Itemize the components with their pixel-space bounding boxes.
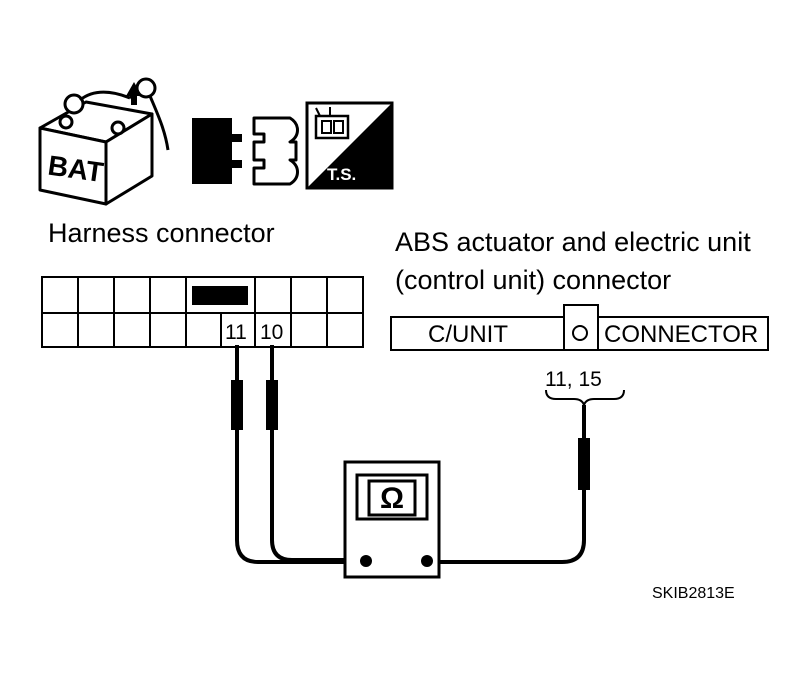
- ts-label: T.S.: [327, 165, 356, 184]
- harness-pin-10: 10: [260, 321, 283, 344]
- ohm-symbol: Ω: [380, 482, 404, 515]
- probe-pin-10: [266, 380, 278, 430]
- battery-disconnect-icon: BAT: [38, 77, 170, 206]
- probe-abs: [578, 438, 590, 490]
- abs-connector-title-line1: ABS actuator and electric unit: [395, 227, 751, 257]
- abs-connector-title-line2: (control unit) connector: [395, 265, 671, 295]
- harness-connector-title: Harness connector: [48, 218, 275, 248]
- cunit-label: C/UNIT: [428, 321, 508, 348]
- probe-pin-11: [231, 380, 243, 430]
- battery-label: BAT: [46, 150, 105, 188]
- figure-code: SKIB2813E: [652, 585, 735, 602]
- connector-lock-tab: [192, 286, 248, 305]
- connector-label: CONNECTOR: [604, 321, 758, 348]
- harness-pin-11: 11: [225, 321, 247, 344]
- troubleshooting-icon: T.S.: [305, 101, 394, 190]
- pin-brace: [545, 389, 625, 409]
- connector-pin-hole: [572, 325, 588, 341]
- harness-connector-grid: [41, 276, 364, 348]
- connector-disconnect-icon: [192, 116, 299, 186]
- abs-pins-label: 11, 15: [545, 368, 602, 391]
- ohmmeter-icon: Ω: [343, 460, 441, 579]
